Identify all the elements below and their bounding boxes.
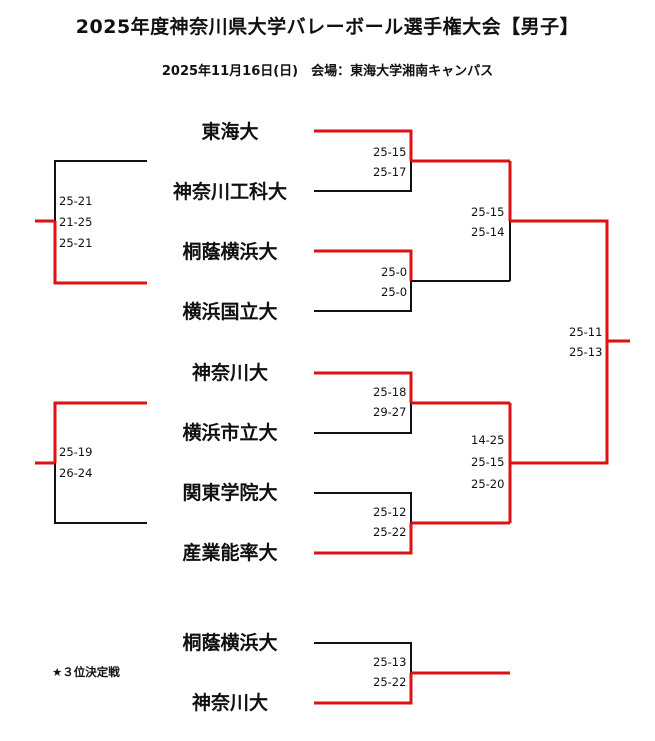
team-name: 神奈川工科大: [172, 181, 287, 203]
set-score: 25-15: [373, 145, 407, 159]
set-score: 25-14: [471, 225, 505, 239]
team-name: 東海大: [201, 121, 259, 143]
set-score: 25-13: [373, 655, 407, 669]
set-score: 25-21: [59, 236, 93, 250]
bracket-line: [314, 492, 412, 523]
bracket-line: [314, 371, 413, 403]
set-score: 25-13: [569, 345, 603, 359]
bracket-line: [510, 341, 609, 465]
set-score: 25-0: [381, 265, 408, 279]
set-score: 21-25: [59, 215, 93, 229]
set-score: 25-19: [59, 445, 93, 459]
set-score: 14-25: [471, 433, 505, 447]
page-subtitle: 2025年11月16日(日) 会場：東海大学湘南キャンパス: [161, 64, 494, 79]
set-score: 25-0: [381, 285, 408, 299]
set-score: 29-27: [373, 405, 407, 419]
set-score: 26-24: [59, 466, 93, 480]
page-title: 2025年度神奈川県大学バレーボール選手権大会【男子】: [75, 16, 580, 38]
team-name: 産業能率大: [182, 542, 278, 564]
bracket-line: [314, 249, 413, 281]
set-score: 25-21: [59, 194, 93, 208]
team-name: 神奈川大: [191, 692, 268, 714]
set-score: 25-20: [471, 477, 505, 491]
bracket-line: [53, 401, 147, 463]
team-name: 横浜国立大: [182, 301, 278, 323]
team-name: 桐蔭横浜大: [182, 241, 278, 263]
set-score: 25-18: [373, 385, 407, 399]
set-score: 25-11: [569, 325, 603, 339]
bracket-line: [54, 160, 147, 221]
team-name: 神奈川大: [191, 362, 268, 384]
team-name: 横浜市立大: [182, 422, 278, 444]
team-name: 関東学院大: [182, 482, 278, 504]
bracket-line: [510, 219, 609, 341]
bracket-line: [314, 673, 413, 705]
bracket-line: [314, 642, 412, 673]
bracket-line: [314, 523, 413, 555]
set-score: 25-12: [373, 505, 407, 519]
bracket-line: [314, 129, 413, 161]
bracket-line: [54, 463, 147, 524]
set-score: 25-22: [373, 525, 407, 539]
set-score: 25-15: [471, 455, 505, 469]
bracket-line: [314, 403, 412, 434]
set-score: 25-17: [373, 165, 407, 179]
bracket-line: [53, 221, 147, 285]
third-place-label: ★３位決定戦: [52, 665, 120, 679]
bracket-line: [314, 161, 412, 192]
team-name: 桐蔭横浜大: [182, 632, 278, 654]
bracket-line: [314, 281, 412, 312]
set-score: 25-15: [471, 205, 505, 219]
set-score: 25-22: [373, 675, 407, 689]
